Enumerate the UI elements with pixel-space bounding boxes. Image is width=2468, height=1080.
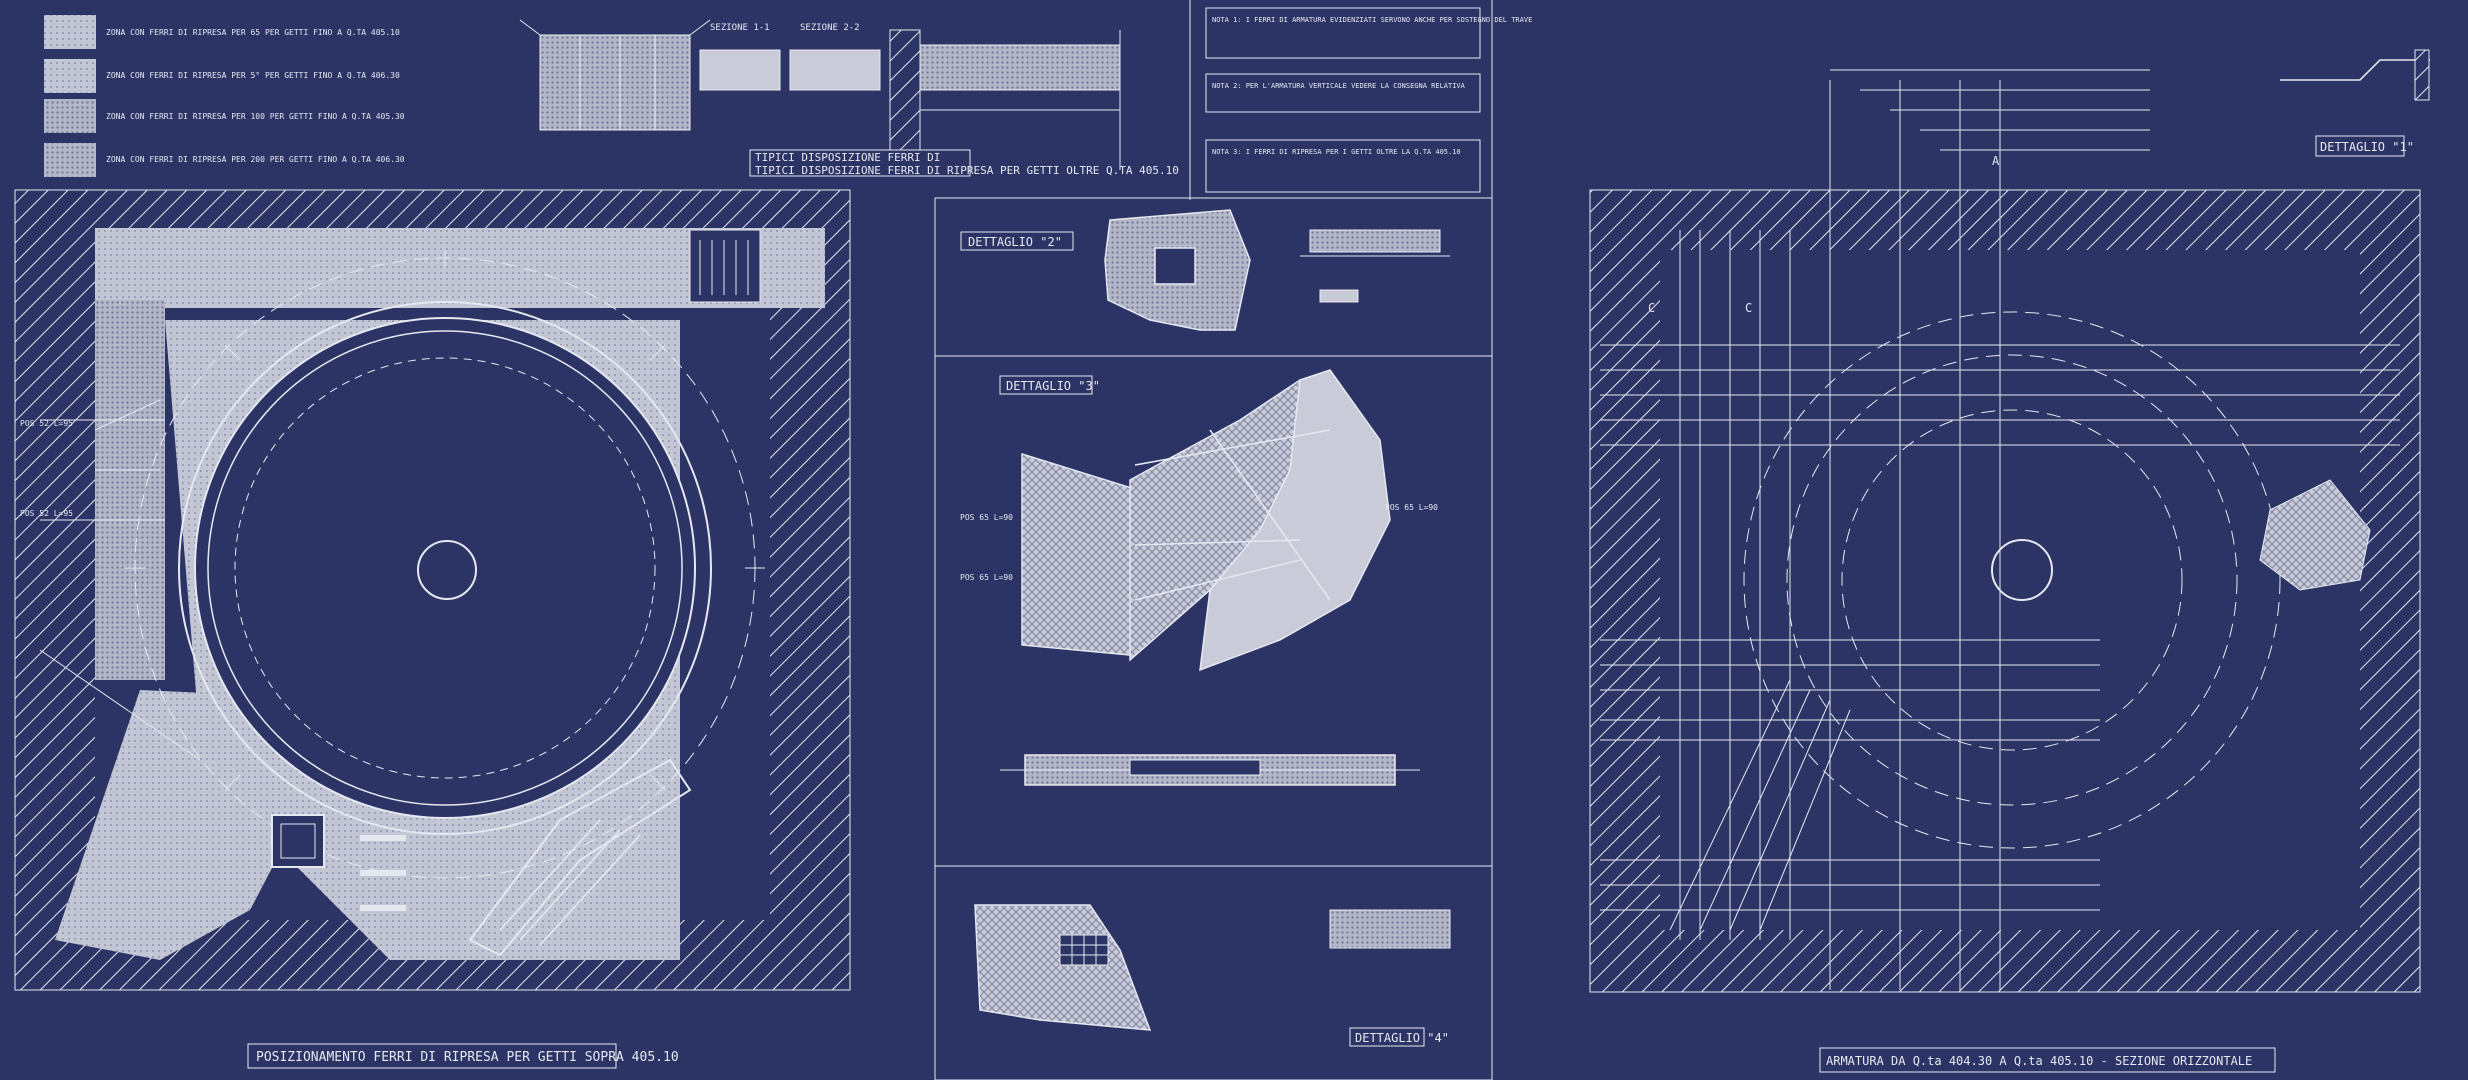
sections-title: TIPICI DISPOSIZIONE FERRI DI RIPRESA PER… bbox=[755, 164, 1179, 177]
detail-2: DETTAGLIO "2" bbox=[960, 209, 1450, 331]
legend-text-1: ZONA CON FERRI DI RIPRESA PER 65 PER GET… bbox=[106, 28, 400, 37]
legend-swatch-1 bbox=[44, 15, 96, 49]
section-2-title: SEZIONE 2-2 bbox=[800, 23, 860, 33]
left-callout-1: POS 52 L=95 bbox=[20, 419, 73, 428]
legend: ZONA CON FERRI DI RIPRESA PER 65 PER GET… bbox=[44, 15, 405, 177]
detail-3-callout-2: POS 65 L=90 bbox=[960, 573, 1013, 582]
detail-3-title: DETTAGLIO "3" bbox=[1006, 379, 1100, 393]
left-callout-2: POS 52 L=95 bbox=[20, 509, 73, 518]
notes: NOTA 1: I FERRI DI ARMATURA EVIDENZIATI … bbox=[1205, 7, 1532, 193]
left-plan: POS 52 L=95 POS 52 L=95 POSIZIONAMENTO F… bbox=[14, 189, 851, 1069]
detail-4: DETTAGLIO "4" bbox=[974, 904, 1451, 1047]
detail-3: DETTAGLIO "3" POS 65 L=90 POS 65 L=90 PO… bbox=[960, 369, 1438, 786]
sheet-frame bbox=[934, 0, 1493, 1080]
note-2: NOTA 2: PER L'ARMATURA VERTICALE VEDERE … bbox=[1212, 82, 1466, 90]
section-1-title: SEZIONE 1-1 bbox=[710, 23, 770, 33]
note-3: NOTA 3: I FERRI DI RIPRESA PER I GETTI O… bbox=[1212, 148, 1461, 156]
legend-swatch-4 bbox=[44, 143, 96, 177]
detail-3-callout: POS 65 L=90 bbox=[960, 513, 1013, 522]
marker-a: A bbox=[1992, 154, 2000, 168]
sections-title-1: TIPICI DISPOSIZIONE FERRI DI bbox=[755, 151, 940, 164]
left-plan-title: POSIZIONAMENTO FERRI DI RIPRESA PER GETT… bbox=[256, 1050, 679, 1065]
marker-c-left: C bbox=[1648, 301, 1655, 315]
detail-2-title: DETTAGLIO "2" bbox=[968, 235, 1062, 249]
detail-1-title: DETTAGLIO "1" bbox=[2320, 140, 2414, 154]
legend-text-2: ZONA CON FERRI DI RIPRESA PER 5° PER GET… bbox=[106, 71, 400, 80]
legend-swatch-2 bbox=[44, 59, 96, 93]
right-plan: A C C DETTAGLIO "1" ARMATURA DA Q.ta 404… bbox=[1589, 49, 2430, 1073]
detail-3-callout-3: POS 65 L=90 bbox=[1385, 503, 1438, 512]
note-1: NOTA 1: I FERRI DI ARMATURA EVIDENZIATI … bbox=[1212, 16, 1532, 24]
detail-4-title: DETTAGLIO "4" bbox=[1355, 1031, 1449, 1045]
legend-swatch-3 bbox=[44, 99, 96, 133]
legend-text-4: ZONA CON FERRI DI RIPRESA PER 200 PER GE… bbox=[106, 155, 405, 164]
typical-sections: SEZIONE 1-1 SEZIONE 2-2 TIPICI DISPOSIZI… bbox=[519, 19, 1179, 177]
right-plan-title: ARMATURA DA Q.ta 404.30 A Q.ta 405.10 - … bbox=[1826, 1054, 2252, 1068]
marker-c-right: C bbox=[1745, 301, 1752, 315]
legend-text-3: ZONA CON FERRI DI RIPRESA PER 100 PER GE… bbox=[106, 112, 405, 121]
